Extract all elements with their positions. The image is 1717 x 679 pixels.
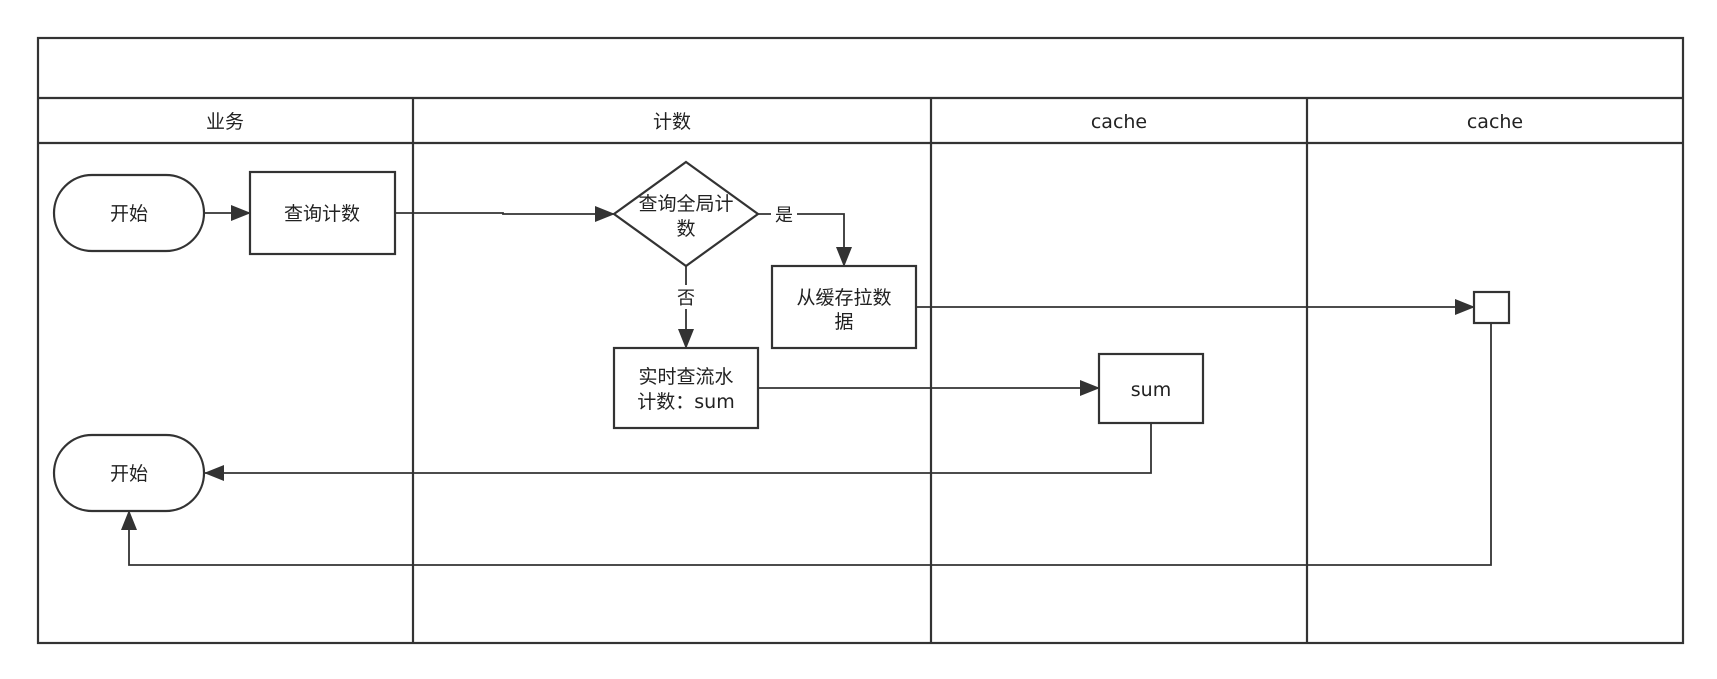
- realtime-label-line-1: 实时查流水: [638, 366, 733, 388]
- lane-header-cache-1: cache: [1091, 111, 1147, 133]
- end-node-label: 开始: [110, 463, 148, 485]
- edge-cache-to-start2: [121, 323, 1492, 566]
- lane-header-business: 业务: [206, 111, 244, 133]
- pool-frame: [36, 36, 1685, 645]
- pull-cache-label-line-2: 据: [834, 311, 853, 333]
- sum-node: [1097, 352, 1205, 425]
- edge-query-to-decision: [395, 206, 615, 222]
- lane-header-cache-2: cache: [1467, 111, 1523, 133]
- edge-yes-label: 是: [775, 205, 793, 226]
- edge-no-label-bg: [672, 285, 700, 309]
- query-count-node: [248, 170, 397, 256]
- edge-yes-label-bg: [771, 203, 797, 225]
- start-node-label: 开始: [110, 203, 148, 225]
- decision-label-line-1: 查询全局计: [638, 193, 733, 215]
- start-node: [52, 173, 206, 253]
- edge-decision-yes: [758, 213, 852, 267]
- realtime-label-line-2: 计数：sum: [637, 391, 734, 413]
- decision-label-line-2: 数: [676, 218, 695, 240]
- end-node: [52, 433, 206, 513]
- sum-label: sum: [1131, 379, 1171, 401]
- query-count-label: 查询计数: [284, 203, 360, 225]
- pull-cache-node: [770, 264, 918, 350]
- decision-node: [612, 160, 760, 268]
- cache-node: [1472, 290, 1511, 325]
- realtime-count-node: [612, 346, 760, 430]
- edge-no-label: 否: [677, 288, 695, 309]
- lane-header-count: 计数: [653, 111, 691, 133]
- edge-sum-to-start2: [204, 423, 1152, 481]
- pull-cache-label-line-1: 从缓存拉数: [796, 287, 891, 309]
